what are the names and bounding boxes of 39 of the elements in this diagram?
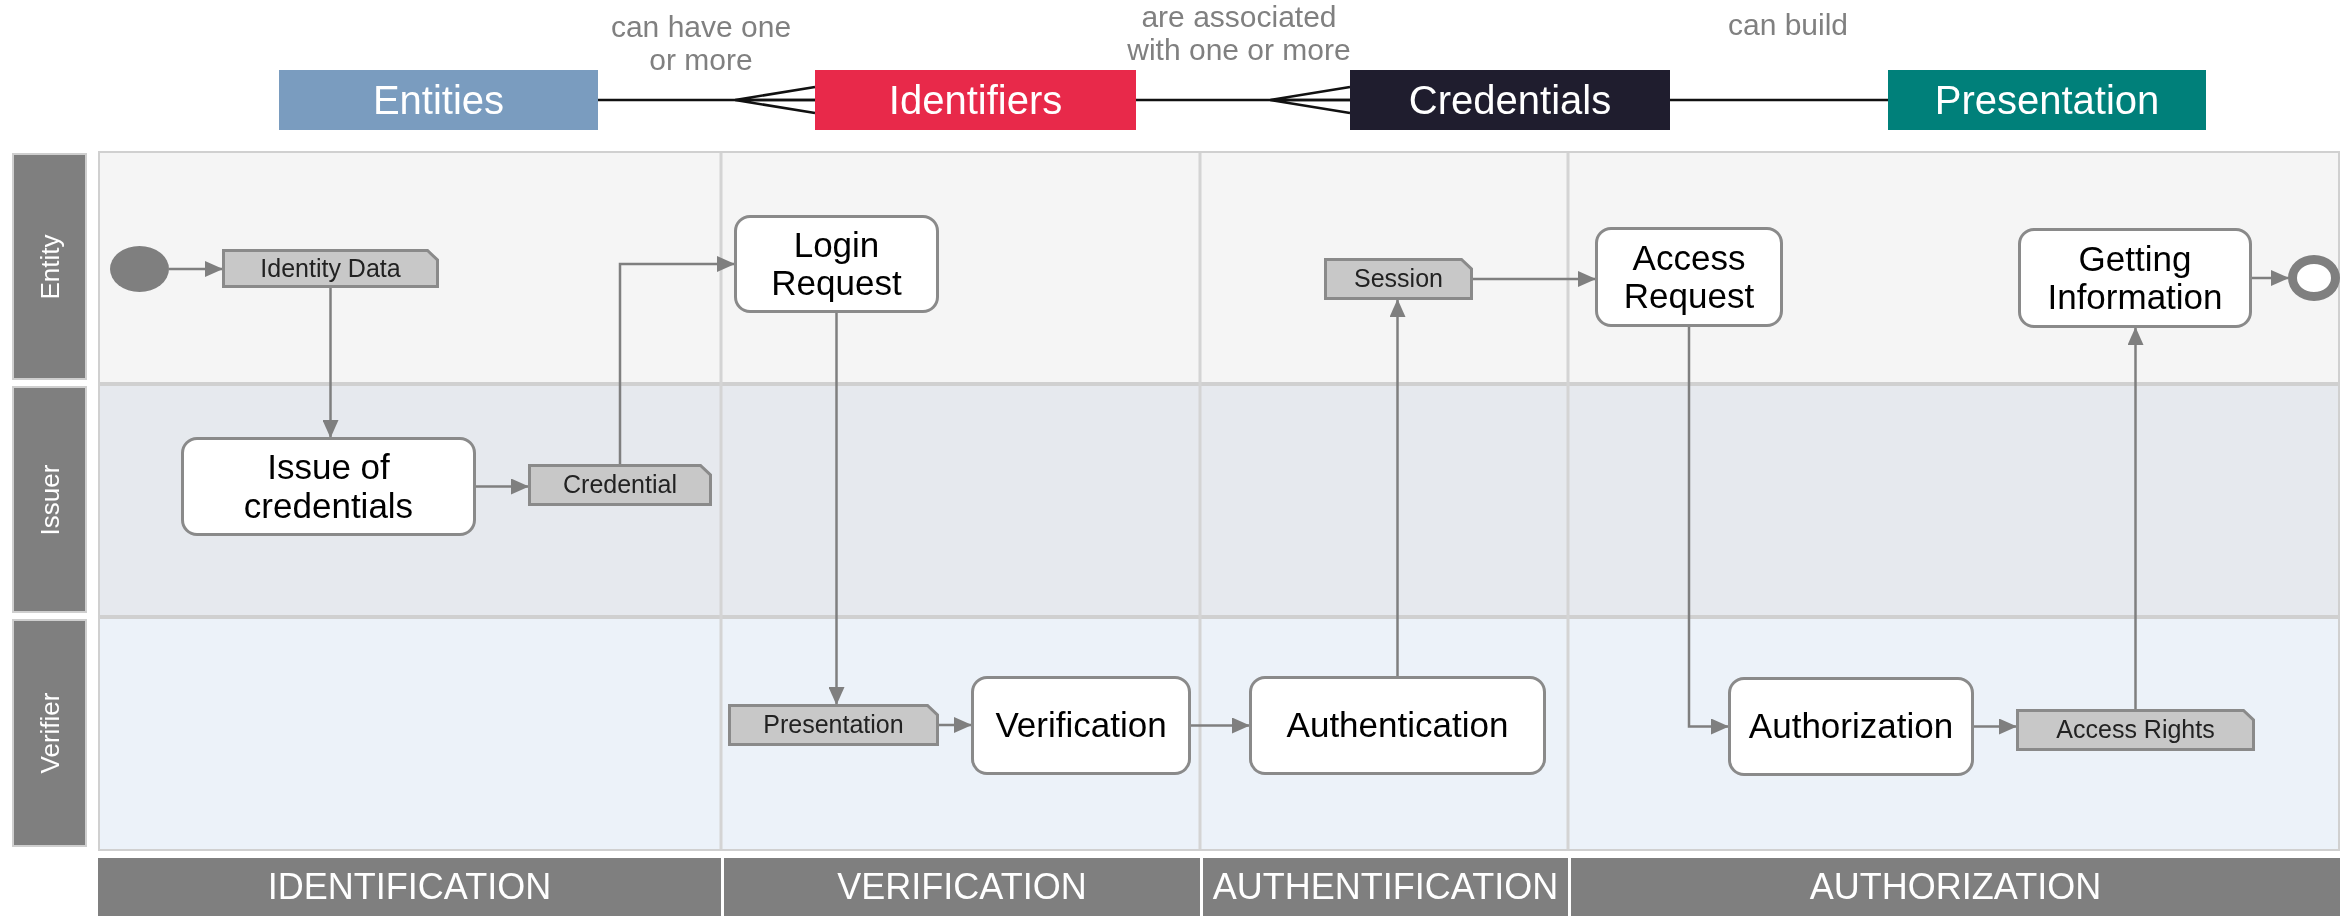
process-box: Login Request	[734, 215, 939, 313]
lane-title: Verifier	[34, 692, 65, 774]
relationship-line	[1136, 85, 1352, 115]
relationship-line	[598, 85, 817, 115]
process-box: Getting Information	[2018, 228, 2252, 328]
arrow	[1974, 718, 2017, 735]
document-box: Credential	[528, 464, 712, 506]
entity-box: Presentation	[1888, 70, 2206, 130]
arrow	[939, 717, 972, 733]
arrow	[1687, 327, 1729, 735]
phase-bar: AUTHORIZATION	[1571, 858, 2340, 916]
document-box: Identity Data	[222, 249, 439, 288]
lane-title: Entity	[34, 234, 65, 299]
document-box: Access Rights	[2016, 709, 2255, 751]
phase-bar: VERIFICATION	[724, 858, 1200, 916]
arrow	[2127, 327, 2144, 709]
arrow	[618, 256, 735, 464]
arrow	[828, 313, 845, 705]
arrow	[2252, 270, 2289, 286]
process-box: Authorization	[1728, 677, 1974, 776]
arrow	[1191, 717, 1250, 734]
arrow	[1473, 271, 1596, 287]
entity-box: Entities	[279, 70, 598, 130]
process-box: Access Request	[1595, 227, 1783, 327]
arrow	[322, 288, 339, 438]
lane-title: Issuer	[34, 464, 65, 535]
document-box: Presentation	[728, 704, 939, 746]
entity-box: Credentials	[1350, 70, 1670, 130]
connector-line	[1670, 98, 1888, 102]
process-box: Verification	[971, 676, 1191, 775]
arrow	[476, 478, 529, 495]
arrow	[1389, 299, 1406, 676]
entity-box: Identifiers	[815, 70, 1136, 130]
arrow	[169, 261, 223, 277]
process-box: Issue of credentials	[181, 437, 476, 536]
phase-bar: AUTHENTIFICATION	[1203, 858, 1568, 916]
document-box: Session	[1324, 258, 1473, 300]
process-box: Authentication	[1249, 676, 1546, 775]
phase-bar: IDENTIFICATION	[98, 858, 721, 916]
